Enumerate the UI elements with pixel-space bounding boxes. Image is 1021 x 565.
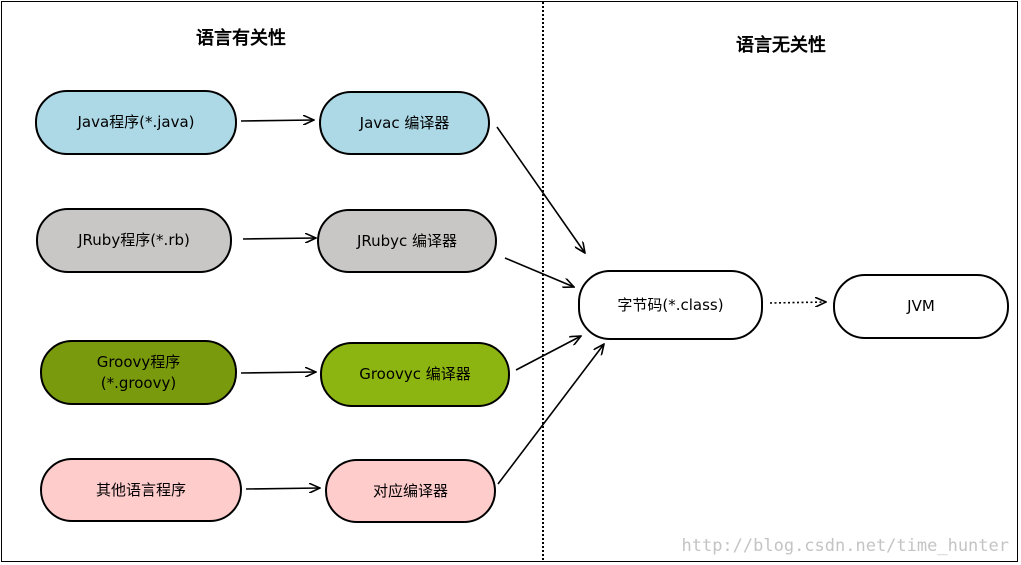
node-java-program: Java程序(*.java) <box>35 90 237 155</box>
node-java-program-label: Java程序(*.java) <box>77 113 195 132</box>
node-groovyc-compiler-label: Groovyc 编译器 <box>359 365 471 384</box>
node-groovy-program-label-line1: Groovy程序 <box>96 353 181 372</box>
edge-java-to-javac <box>240 120 314 121</box>
node-javac-compiler-label: Javac 编译器 <box>359 113 450 132</box>
node-other-program-label: 其他语言程序 <box>95 480 186 499</box>
edge-javac-to-bytecode <box>496 126 585 253</box>
edge-othercompiler-to-bytecode <box>497 344 604 485</box>
section-title-language-independent: 语言无关性 <box>736 35 826 56</box>
node-jruby-program-label: JRuby程序(*.rb) <box>78 231 190 250</box>
edge-groovy-to-groovyc <box>240 372 316 373</box>
node-bytecode: 字节码(*.class) <box>578 270 763 340</box>
node-other-compiler-label: 对应编译器 <box>372 481 448 500</box>
edge-jrubyc-to-bytecode <box>504 257 574 287</box>
node-jvm-label: JVM <box>907 297 935 316</box>
node-other-program: 其他语言程序 <box>40 458 242 522</box>
edge-groovyc-to-bytecode <box>515 336 581 371</box>
node-groovyc-compiler: Groovyc 编译器 <box>320 342 510 407</box>
node-groovy-program: Groovy程序 (*.groovy) <box>40 340 237 405</box>
node-bytecode-label: 字节码(*.class) <box>617 295 724 314</box>
node-jrubyc-compiler: JRubyc 编译器 <box>317 209 497 273</box>
edge-other-to-compiler <box>245 488 320 489</box>
edge-jruby-to-jrubyc <box>242 238 316 239</box>
node-groovy-program-label-line2: (*.groovy) <box>100 373 177 392</box>
node-jvm: JVM <box>833 274 1009 339</box>
watermark-url: http://blog.csdn.net/time_hunter <box>681 536 1009 556</box>
node-jruby-program: JRuby程序(*.rb) <box>36 208 232 273</box>
node-other-compiler: 对应编译器 <box>325 459 496 523</box>
node-javac-compiler: Javac 编译器 <box>319 91 490 155</box>
edge-bytecode-to-jvm <box>769 302 826 303</box>
section-divider <box>542 2 544 560</box>
node-jrubyc-compiler-label: JRubyc 编译器 <box>356 231 458 250</box>
section-title-language-dependent: 语言有关性 <box>196 28 286 49</box>
